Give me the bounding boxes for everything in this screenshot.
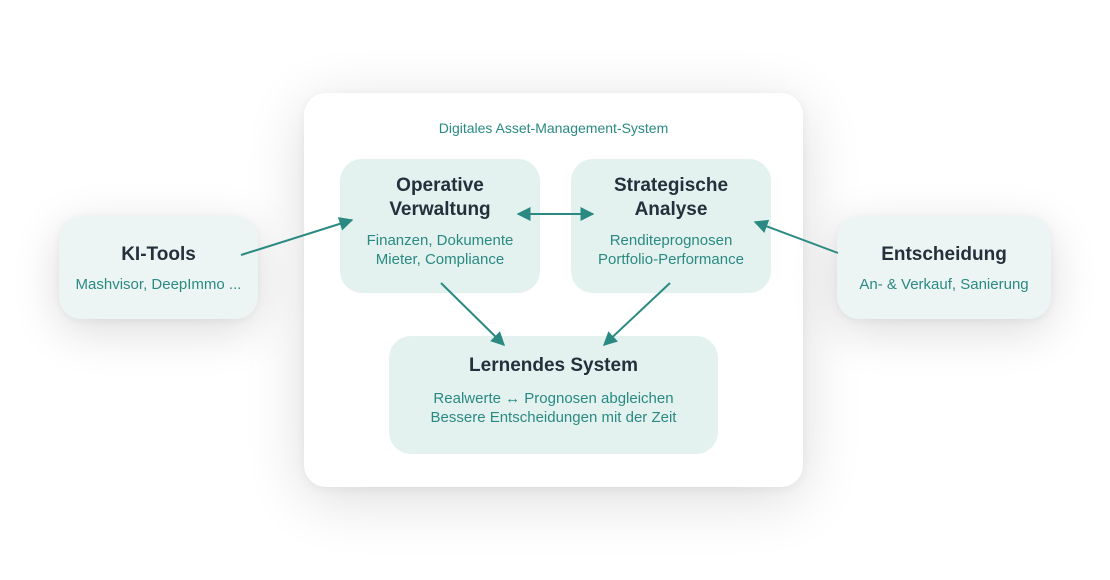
lernendes-system-details: Realwerte ↔ Prognosen abgleichen Bessere… — [430, 390, 677, 426]
operative-verwaltung-node: Operative Verwaltung Finanzen, Dokumente… — [340, 159, 540, 293]
ki-tools-node: KI-Tools Mashvisor, DeepImmo ... — [59, 216, 258, 319]
entscheidung-title: Entscheidung — [881, 244, 1007, 265]
lernendes-system-title: Lernendes System — [469, 355, 638, 376]
ki-tools-details: Mashvisor, DeepImmo ... — [75, 276, 242, 293]
entscheidung-node: Entscheidung An- & Verkauf, Sanierung — [837, 216, 1051, 319]
ki-tools-title: KI-Tools — [121, 244, 196, 265]
panel-title: Digitales Asset-Management-System — [438, 120, 669, 136]
operative-verwaltung-title: Operative Verwaltung — [389, 175, 491, 220]
strategische-analyse-title: Strategische Analyse — [613, 175, 729, 220]
entscheidung-details: An- & Verkauf, Sanierung — [859, 276, 1029, 293]
strategische-analyse-node: Strategische Analyse Renditeprognosen Po… — [571, 159, 771, 293]
operative-verwaltung-details: Finanzen, Dokumente Mieter, Compliance — [366, 232, 514, 268]
lernendes-system-node: Lernendes System Realwerte ↔ Prognosen a… — [389, 336, 718, 454]
strategische-analyse-details: Renditeprognosen Portfolio-Performance — [598, 232, 744, 268]
